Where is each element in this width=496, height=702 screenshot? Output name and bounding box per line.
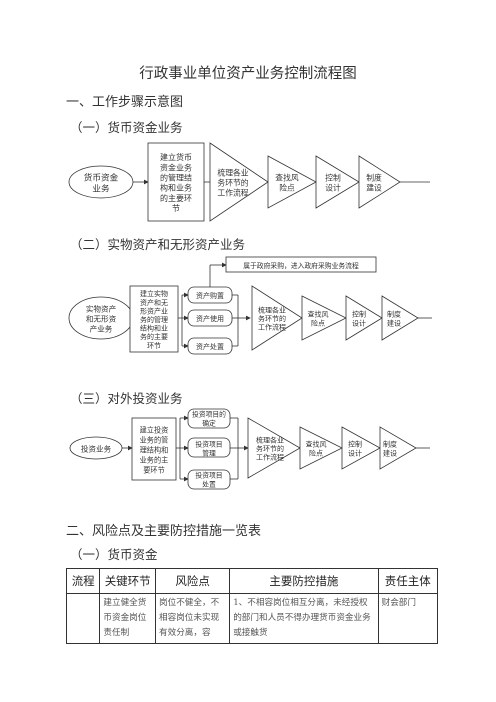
step-label: 梳理各业务环节的工作流程 [217, 168, 248, 198]
step-chevron [251, 285, 303, 351]
step-label: 查找风险点 [308, 310, 329, 328]
section-heading-risk-table: 二、风险点及主要防控措施一览表 [66, 524, 262, 539]
step-chevron [267, 155, 317, 209]
step-label: 控制设计 [352, 310, 366, 328]
step-label: 梳理各业务环节的工作流程 [256, 435, 284, 461]
structure-box [147, 142, 205, 222]
branch-label: 资产使用 [196, 314, 224, 323]
branch-label: 投资项目处置 [195, 471, 222, 489]
structure-box [129, 285, 179, 353]
step-label: 梳理各业务环节的工作流程 [258, 305, 286, 331]
column-header-key-step: 关键环节 [99, 568, 157, 594]
page-title: 行政事业单位资产业务控制流程图 [139, 66, 357, 82]
start-node-label: 投资业务 [81, 444, 112, 454]
cell-owner: 财会部门 [377, 593, 439, 644]
cell-flow [65, 593, 101, 644]
branch-box [187, 408, 231, 429]
flowchart-investment-labels: 投资业务 建立投资业务的管理结构和业务的主要环节 投资项目的确定投资项目管理投资项目… [81, 410, 397, 489]
cell-risk: 岗位不健全，不相容岗位未实现有效分离，容 [155, 593, 231, 644]
branch-label: 资产处置 [196, 342, 224, 351]
branch-label: 资产购置 [196, 291, 224, 300]
step-label: 制度建设 [387, 310, 401, 328]
subheading-cash: （一）货币资金 [70, 547, 158, 562]
structure-box-label: 建立实物资产和无形资产业务的管理结构和业务的主要环节 [140, 289, 168, 350]
step-label: 控制设计 [348, 440, 362, 458]
column-header-flow: 流程 [65, 568, 101, 594]
cell-key-step: 建立健全货币资金岗位责任制 [99, 593, 157, 644]
step-chevron [247, 417, 301, 479]
step-chevron [341, 426, 381, 470]
subheading-cash-business: （一）货币资金业务 [70, 120, 183, 135]
step-label: 制度建设 [366, 173, 382, 193]
structure-box [131, 417, 177, 481]
start-node-label: 实物资产和无形资产业务 [86, 304, 117, 334]
step-chevron [381, 295, 419, 341]
structure-box-label: 建立货币资金业务的管理结构和业务的主要环节 [160, 152, 192, 213]
step-chevron [299, 426, 343, 470]
column-header-measures: 主要防控措施 [229, 568, 379, 594]
column-header-risk: 风险点 [155, 568, 231, 594]
procurement-note-box [225, 256, 377, 273]
step-chevron [209, 142, 269, 222]
risk-control-table: 流程 关键环节 风险点 主要防控措施 责任主体 建立健全货币资金岗位责任制 岗位… [65, 568, 439, 644]
branch-label: 投资项目的确定 [192, 410, 226, 428]
branch-box [187, 469, 231, 490]
flowchart-assets [68, 256, 432, 355]
step-chevron [315, 155, 360, 209]
step-chevron [345, 295, 383, 341]
subheading-asset-business: （二）实物资产和无形资产业务 [70, 237, 246, 252]
step-chevron [301, 295, 347, 341]
step-chevron [358, 155, 401, 209]
step-label: 查找风险点 [306, 440, 327, 458]
table-row: 建立健全货币资金岗位责任制 岗位不健全，不相容岗位未实现有效分离，容 1、不相容… [65, 593, 439, 644]
procurement-note-label: 属于政府采购，进入政府采购业务流程 [243, 261, 359, 270]
step-label: 控制设计 [325, 173, 341, 193]
branch-label: 投资项目管理 [195, 440, 222, 458]
step-label: 查找风险点 [275, 173, 299, 193]
section-heading-flowcharts: 一、工作步骤示意图 [66, 95, 184, 110]
cell-measure: 1、不相容岗位相互分离，未经授权的部门和人员不得办理货币资金业务或接触货 [229, 593, 379, 644]
table-header-row: 流程 关键环节 风险点 主要防控措施 责任主体 [65, 568, 439, 594]
flowchart-investment [69, 408, 430, 490]
column-header-owner: 责任主体 [377, 568, 439, 594]
subheading-investment-business: （三）对外投资业务 [70, 391, 183, 406]
flowchart-cash [68, 142, 430, 222]
step-chevron [379, 426, 417, 470]
branch-box [187, 437, 231, 458]
step-label: 制度建设 [383, 440, 397, 458]
start-node-label: 货币资金业务 [84, 171, 119, 194]
structure-box-label: 建立投资业务的管理结构和业务的主要环节 [140, 426, 169, 475]
